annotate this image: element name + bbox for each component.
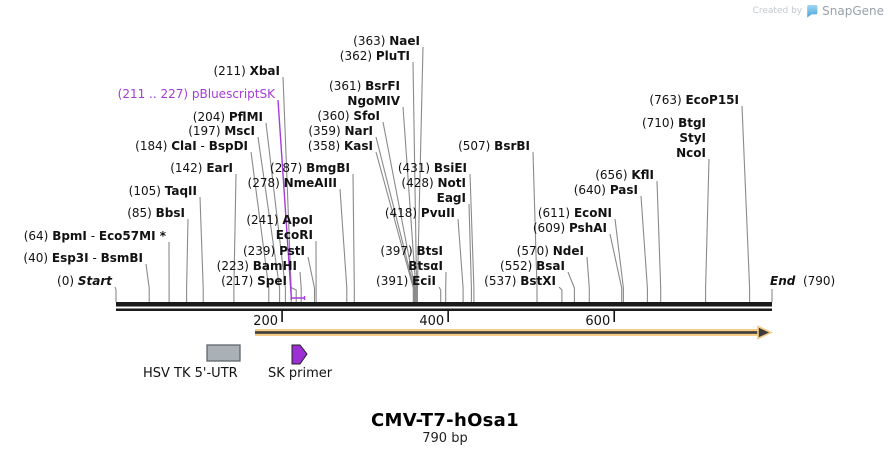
enzyme-label-PshAI[interactable]: (609) PshAI [532,221,607,235]
connector-line-TaqII [199,196,204,302]
ruler-label-600: 600 [585,314,611,329]
enzyme-label-KasI[interactable]: (358) KasI [307,139,373,153]
sk-primer-label[interactable]: SK primer [268,366,333,381]
map-length: 790 bp [422,431,468,446]
enzyme-label-PasI[interactable]: (640) PasI [573,183,638,197]
connector-line-PflMI [265,122,286,302]
connector-line-Esp3I [145,263,150,302]
enzyme-label-TaqII[interactable]: (105) TaqII [128,184,197,198]
connector-line-KasI [375,151,414,302]
connector-line-KflI [656,180,662,302]
connector-line-BsaI [567,271,575,302]
connector-line-NaeI [416,46,424,302]
enzyme-label-BamHI[interactable]: (223) BamHI [216,259,297,273]
enzyme-label-NdeI[interactable]: (570) NdeI [516,244,584,258]
span-arrow-core-line [255,331,758,334]
enzyme-label-BsaI[interactable]: (552) BsaI [500,259,565,273]
enzyme-label-BbsI[interactable]: (85) BbsI [127,206,185,220]
enzyme-label-EcoP15I[interactable]: (763) EcoP15I [649,93,739,107]
feature-label-pbluescriptsk[interactable]: (211 .. 227) pBluescriptSK [117,87,275,101]
hsv-tk-utr-feature-box[interactable] [206,344,241,362]
connector-line-PvuII [457,218,464,302]
snapgene-watermark: Created by SnapGene [753,4,884,18]
enzyme-label-EciI[interactable]: (391) EciI [376,274,436,288]
snapgene-logo-icon [807,5,818,18]
connector-line-BstXI [558,286,563,302]
enzyme-label-BsiEI[interactable]: (431) BsiEI [397,161,467,175]
map-title: CMV-T7-hOsa1 [371,410,519,431]
enzyme-label-MscI[interactable]: (197) MscI [188,124,255,138]
connector-line-NmeAIII [339,188,348,302]
enzyme-label-BsrBI[interactable]: (507) BsrBI [458,139,530,153]
ruler-label-200: 200 [253,314,279,329]
connector-line-SfoI [382,121,416,302]
connector-line-NdeI [586,256,590,302]
connector-line-PstI [307,256,316,302]
connector-line-EcoP15I [741,105,751,302]
enzyme-label-Esp3I[interactable]: (40) Esp3I - BsmBI [23,251,143,265]
connector-line-BmgBI [352,173,355,302]
enzyme-label-EarI[interactable]: (142) EarI [170,161,233,175]
map-start-label[interactable]: (0) Start [57,274,112,288]
enzyme-label-ClaI[interactable]: (184) ClaI - BspDI [135,139,248,153]
connector-line-BsrFI [402,106,417,302]
connector-line-EarI [233,173,237,302]
enzyme-label-NaeI[interactable]: (363) NaeI [353,34,420,48]
enzyme-label-NarI[interactable]: (359) NarI [308,124,373,138]
connector-line-BsrBI [532,151,538,302]
enzyme-label-KflI[interactable]: (656) KflI [595,168,654,182]
connector-line-EciI [438,286,442,302]
enzyme-label-BpmI[interactable]: (64) BpmI - Eco57MI * [23,229,166,243]
enzyme-label-BmgBI[interactable]: (287) BmgBI [270,161,350,175]
connector-line-NotI [468,203,472,302]
connector-line-PshAI [609,233,623,302]
hsv-tk-utr-label[interactable]: HSV TK 5'-UTR [143,366,238,381]
ruler-label-400: 400 [419,314,445,329]
enzyme-label-PvuII[interactable]: (418) PvuII [384,206,455,220]
connector-line-PasI [640,195,648,302]
connector-line-EcoNI [614,218,624,302]
map-end-label[interactable]: End (790) [770,274,836,288]
enzyme-label-PstI[interactable]: (239) PstI [242,244,305,258]
enzyme-label-PflMI[interactable]: (204) PflMI [192,110,263,124]
connector-line-NarI [375,136,415,302]
enzyme-label-BstXI[interactable]: (537) BstXI [484,274,556,288]
enzyme-label-NmeAIII[interactable]: (278) NmeAIII [247,176,337,190]
created-by-text: Created by [752,6,803,16]
sk-primer-feature-arrow[interactable] [291,344,308,365]
connector-line-BtgI [705,158,710,302]
span-arrow-head [757,325,773,340]
sequence-line-bottom[interactable] [116,308,772,312]
pbluescriptsk-region-bracket [277,99,306,300]
enzyme-label-SfoI[interactable]: (360) SfoI [317,109,380,123]
enzyme-label-XbaI[interactable]: (211) XbaI [213,64,281,78]
connector-line-MscI [257,136,281,302]
enzyme-label-EcoNI[interactable]: (611) EcoNI [537,206,612,220]
enzyme-label-PluTI[interactable]: (362) PluTI [339,49,410,63]
snapgene-brand-text: SnapGene [822,4,884,18]
connector-line-BbsI [186,218,189,302]
connector-line-start [114,286,117,302]
sequence-line-top[interactable] [116,302,772,307]
connector-line-ClaI [250,151,270,302]
enzyme-label-SpeI[interactable]: (217) SpeI [221,274,287,288]
connector-line-PluTI [412,61,418,302]
connector-line-BsiEI [469,173,475,302]
